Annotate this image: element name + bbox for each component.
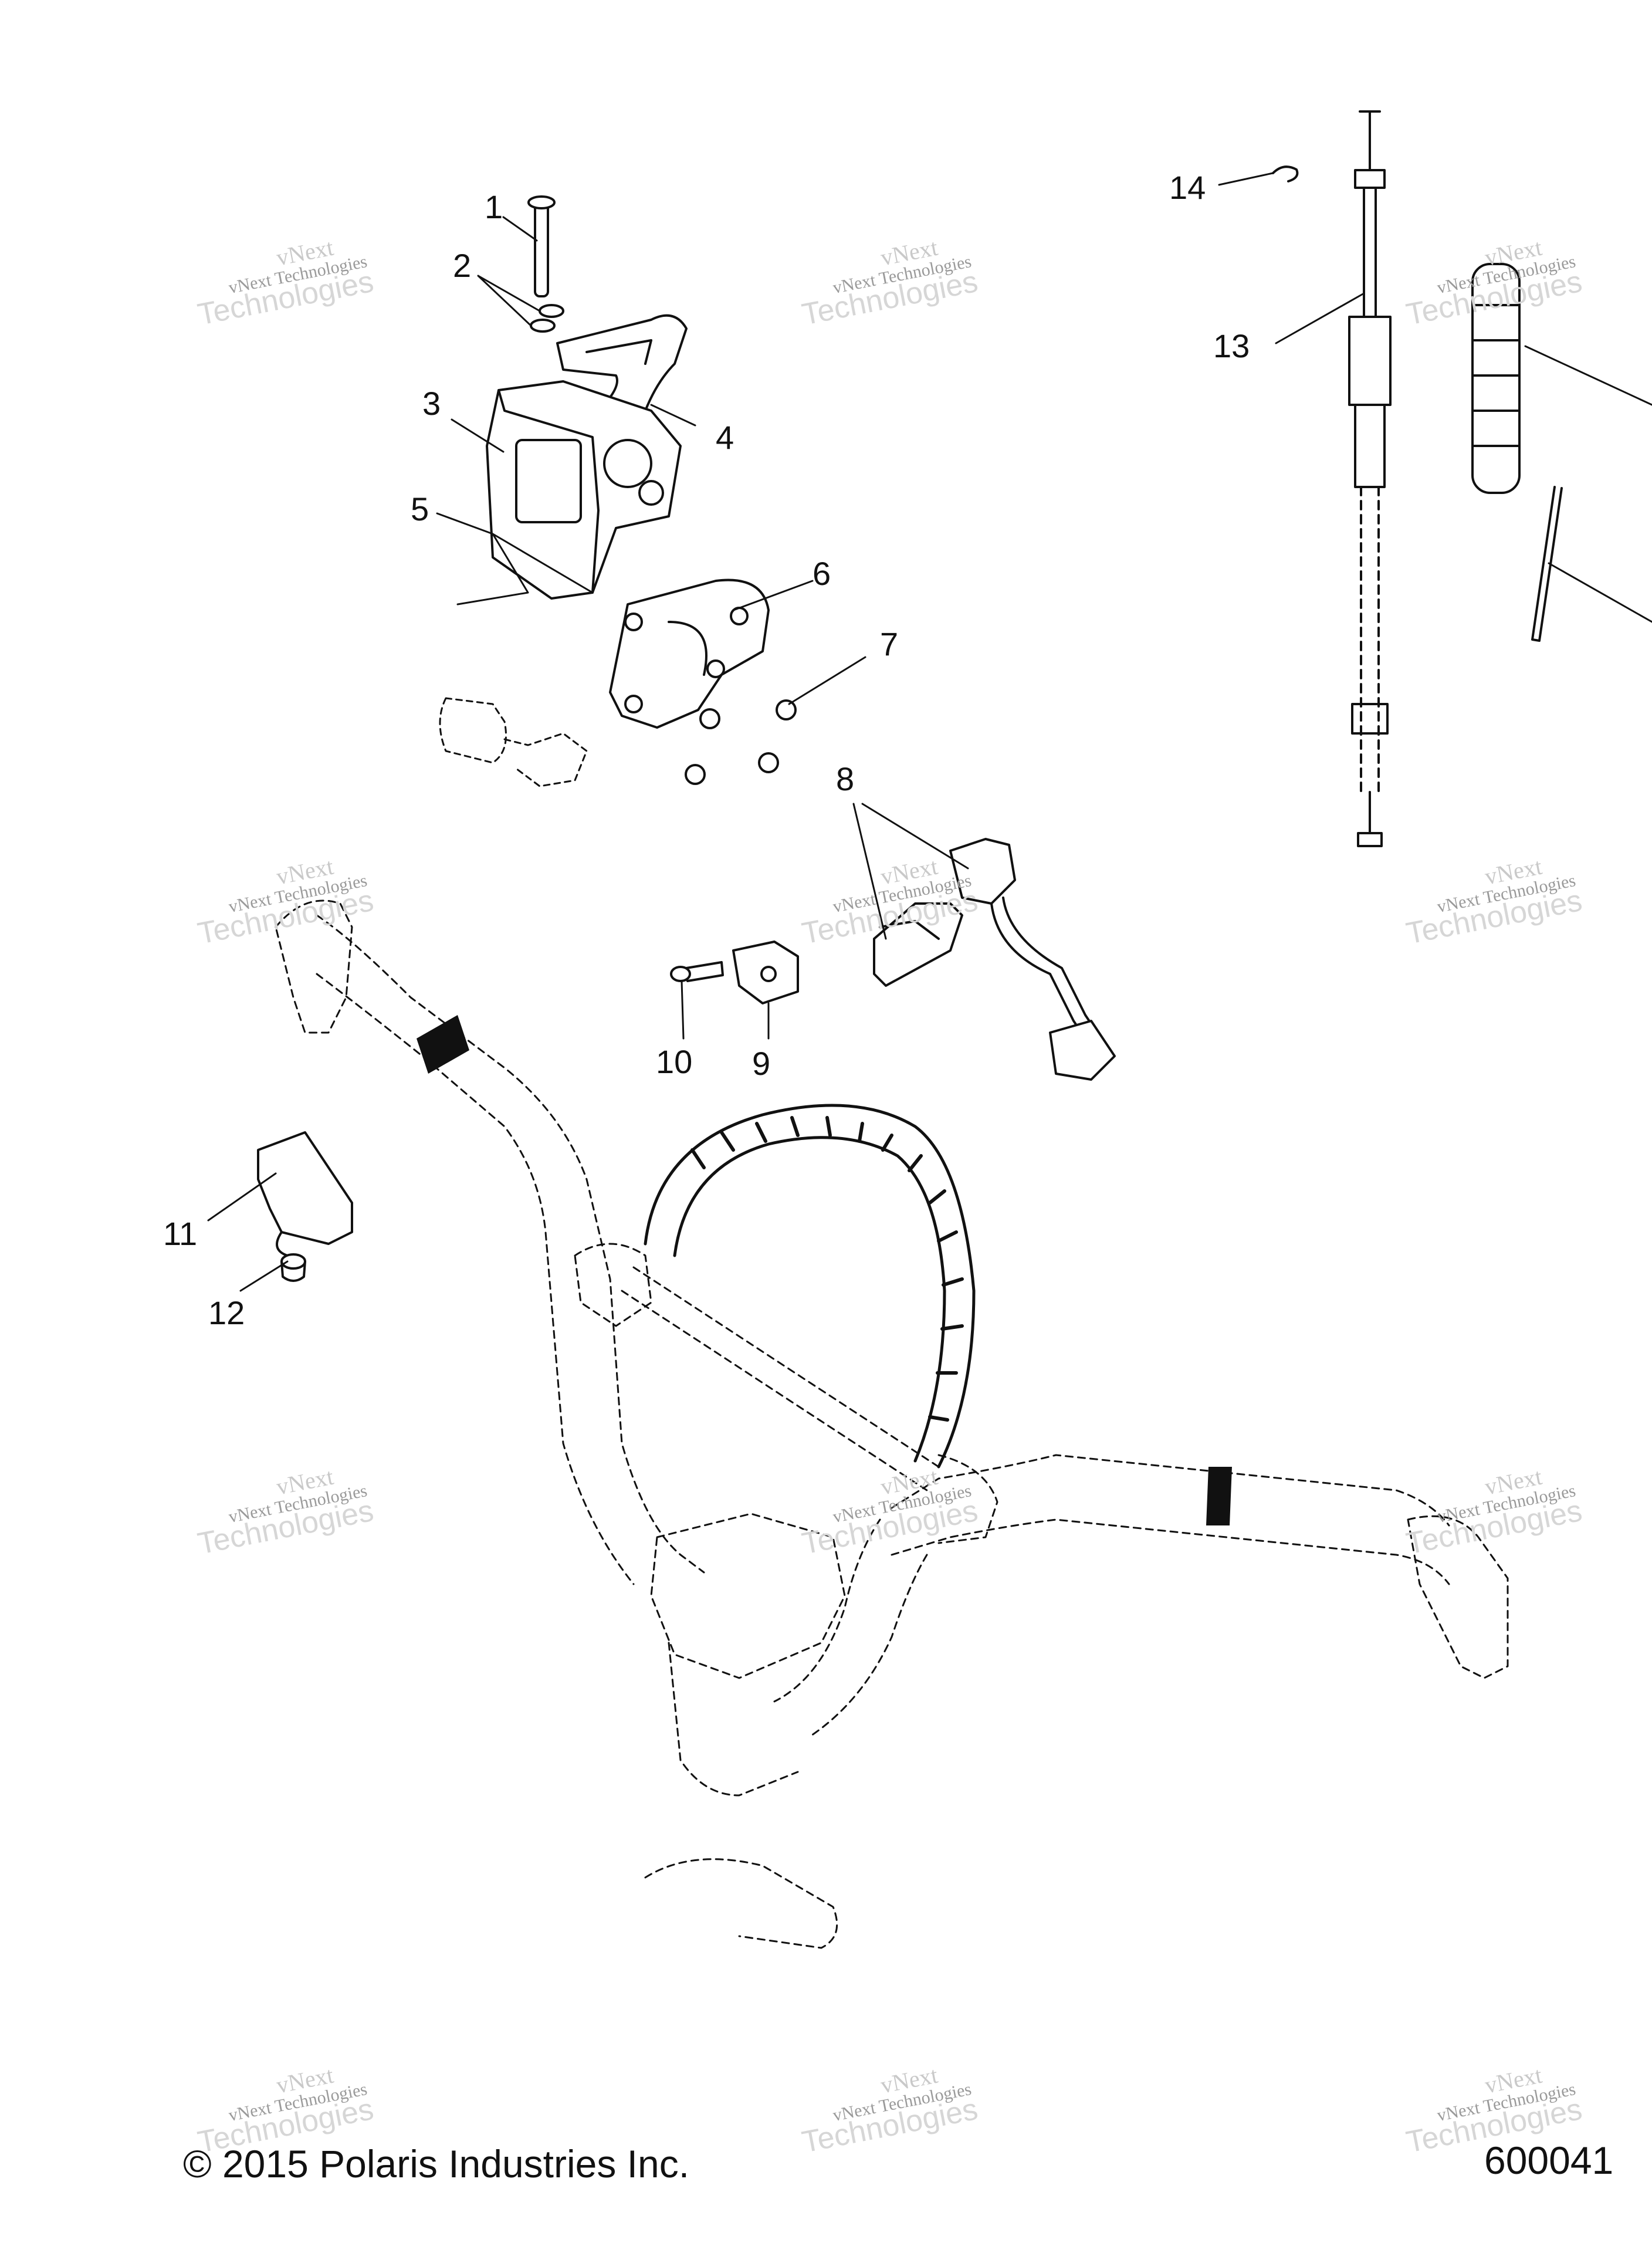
callout-1: 1 — [485, 188, 503, 225]
throttle-switch-part — [873, 838, 1116, 1081]
callout-4: 4 — [716, 419, 734, 456]
wire-loom-part — [644, 1104, 976, 1469]
copyright-text: © 2015 Polaris Industries Inc. — [183, 2142, 690, 2186]
cable-part — [1348, 110, 1392, 847]
callout-10: 10 — [656, 1043, 693, 1080]
callout-3: 3 — [422, 385, 441, 422]
callout-11: 11 — [163, 1215, 198, 1252]
nut-part — [280, 1253, 306, 1282]
switch-housing-part — [486, 380, 682, 600]
switch-cover-part — [609, 579, 770, 729]
leader-lines — [207, 172, 1652, 1292]
clamp-part — [732, 941, 799, 1004]
drawing-number: 600041 — [1484, 2139, 1614, 2182]
e-clip-part — [1272, 165, 1299, 182]
rod-part — [1531, 486, 1563, 642]
handlebar-dashed — [275, 899, 1509, 1949]
callout-8: 8 — [836, 760, 855, 797]
mount-bracket-part — [257, 1131, 353, 1257]
callout-6: 6 — [813, 555, 831, 592]
grip-band-marks — [417, 1015, 1232, 1525]
callout-7: 7 — [880, 625, 899, 662]
connector-dashed-part — [439, 697, 588, 787]
bolt-part — [670, 961, 724, 982]
callout-13: 13 — [1213, 327, 1250, 364]
callout-2: 2 — [453, 247, 472, 284]
callout-12: 12 — [208, 1294, 245, 1331]
callout-14: 14 — [1169, 169, 1206, 206]
callout-9: 9 — [752, 1045, 771, 1082]
screw-parts — [685, 699, 797, 785]
grip-part — [1471, 263, 1521, 494]
pin-part — [527, 195, 556, 297]
callout-5: 5 — [411, 490, 429, 527]
